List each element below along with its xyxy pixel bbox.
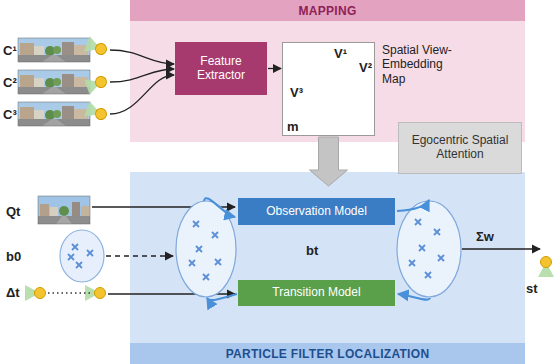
box-label: Egocentric Spatial Attention bbox=[405, 134, 515, 162]
box-label: Observation Model bbox=[266, 205, 367, 219]
observation-model-box: Observation Model bbox=[238, 198, 395, 225]
box-label: Feature Extractor bbox=[181, 55, 261, 83]
arrow-connector bbox=[268, 68, 281, 69]
symbol-label: bt bbox=[306, 244, 318, 257]
map-heading: Spatial View- Embedding Map bbox=[382, 43, 456, 86]
symbol-label: V³ bbox=[290, 86, 303, 99]
symbol-label: m bbox=[287, 120, 299, 133]
mapping-region: MAPPING Feature Extractor Spatial View- Em… bbox=[130, 0, 525, 142]
symbol-label: V² bbox=[359, 61, 372, 74]
symbol-label: C¹ bbox=[3, 44, 17, 57]
symbol-label: b0 bbox=[6, 250, 21, 263]
particle-filter-region: PARTICLE FILTER LOCALIZATION Observation … bbox=[130, 172, 525, 364]
symbol-label: Qt bbox=[6, 205, 20, 218]
symbol-label: C³ bbox=[3, 108, 17, 121]
symbol-label: Δt bbox=[6, 286, 20, 299]
symbol-label: Σw bbox=[476, 230, 494, 243]
block-arrow bbox=[310, 137, 348, 186]
symbol-label: st bbox=[526, 282, 538, 295]
feature-extractor-box: Feature Extractor bbox=[175, 42, 267, 95]
region-title: MAPPING bbox=[130, 0, 525, 21]
box-label: Transition Model bbox=[272, 286, 360, 300]
attention-box: Egocentric Spatial Attention bbox=[398, 122, 522, 174]
region-title: PARTICLE FILTER LOCALIZATION bbox=[130, 343, 525, 364]
symbol-label: C² bbox=[3, 76, 17, 89]
transition-model-box: Transition Model bbox=[238, 280, 395, 306]
symbol-label: V¹ bbox=[334, 47, 347, 60]
